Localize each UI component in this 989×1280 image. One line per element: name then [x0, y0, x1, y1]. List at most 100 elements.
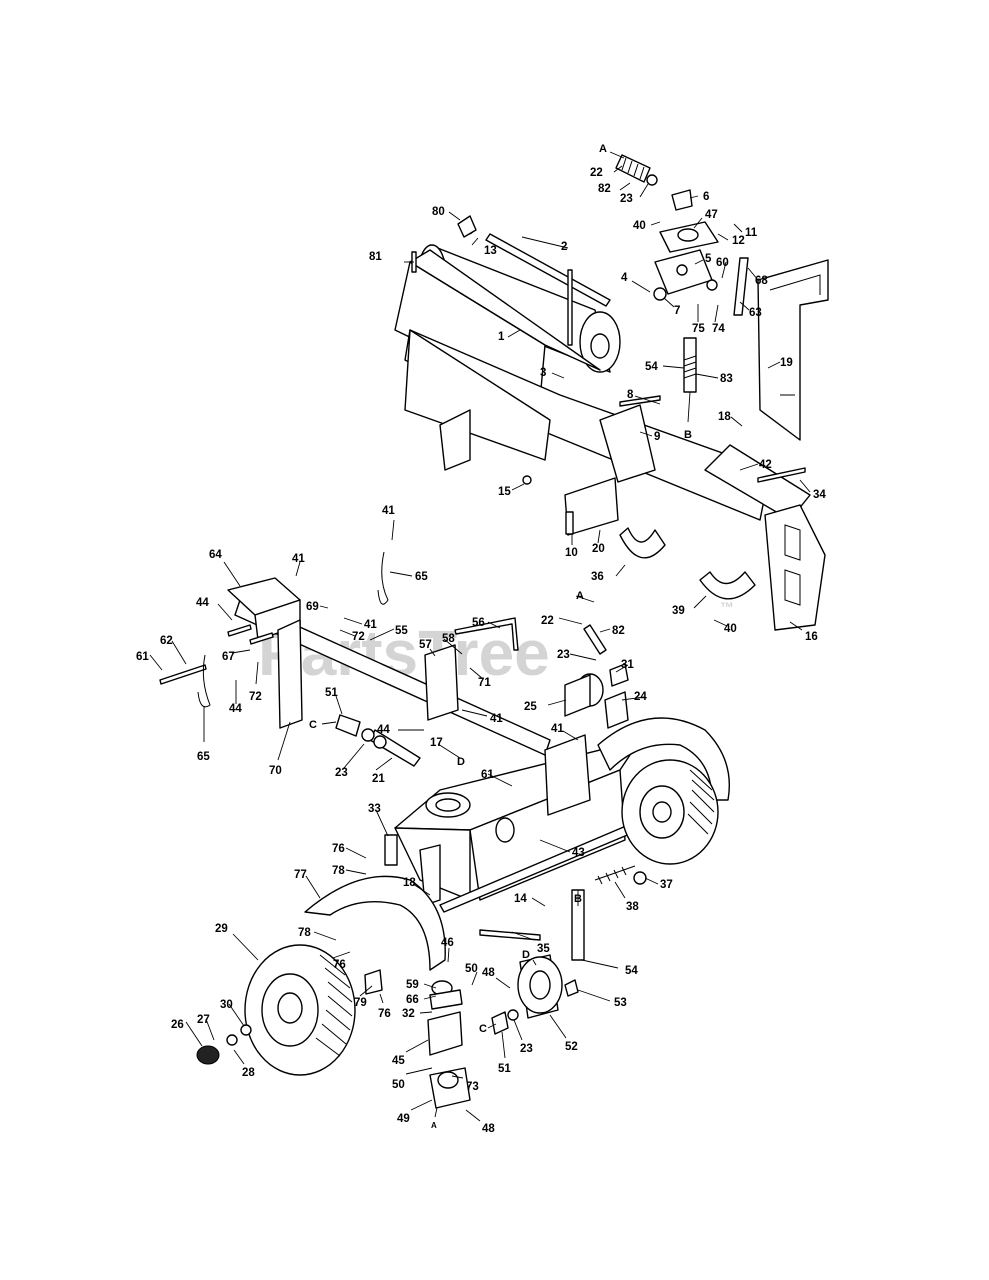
callout-35: 35: [537, 943, 550, 955]
callout-60: 60: [716, 257, 729, 269]
callout-65-top: 65: [415, 571, 428, 583]
callout-29: 29: [215, 923, 228, 935]
callout-37: 37: [660, 879, 673, 891]
callout-41-e: 41: [551, 723, 564, 735]
callout-54-bottom: 54: [625, 965, 638, 977]
callout-81: 81: [369, 251, 382, 263]
callout-50-b: 50: [392, 1079, 405, 1091]
callout-57: 57: [419, 639, 432, 651]
callout-39: 39: [672, 605, 685, 617]
callout-72-b: 72: [249, 691, 262, 703]
callout-4: 4: [621, 272, 628, 284]
callout-34: 34: [813, 489, 826, 501]
callout-44-b: 44: [229, 703, 242, 715]
callout-30: 30: [220, 999, 233, 1011]
callout-28: 28: [242, 1067, 255, 1079]
callout-78-a: 78: [332, 865, 345, 877]
callout-11: 11: [745, 227, 758, 239]
callout-5: 5: [705, 253, 712, 265]
callout-13: 13: [484, 245, 497, 257]
callout-74: 74: [712, 323, 725, 335]
callout-48-b: 48: [482, 1123, 495, 1135]
callout-9: 9: [654, 431, 660, 443]
callout-59: 59: [406, 979, 419, 991]
callout-25: 25: [524, 701, 537, 713]
callout-23-bottom: 23: [520, 1043, 533, 1055]
callout-55: 55: [395, 625, 408, 637]
callout-a-top: A: [599, 143, 607, 155]
callout-c-left: C: [309, 719, 317, 731]
callout-21: 21: [372, 773, 385, 785]
callout-43: 43: [572, 847, 585, 859]
valve-assembly: [615, 154, 829, 441]
callout-66: 66: [406, 994, 419, 1006]
callout-82-mid: 82: [612, 625, 625, 637]
callout-20: 20: [592, 543, 605, 555]
callout-48-a: 48: [482, 967, 495, 979]
left-wheel-assembly: [196, 875, 446, 1076]
callout-75: 75: [692, 323, 705, 335]
callout-76-c: 76: [378, 1008, 391, 1020]
callout-76-b: 76: [333, 959, 346, 971]
callout-73: 73: [466, 1081, 479, 1093]
callout-51-bottom: 51: [498, 1063, 511, 1075]
callout-79: 79: [354, 997, 367, 1009]
callout-40-top: 40: [633, 220, 646, 232]
callout-51-top: 51: [325, 687, 338, 699]
callout-50-a: 50: [465, 963, 478, 975]
callout-2: 2: [561, 241, 567, 253]
callout-71: 71: [478, 677, 491, 689]
callout-18-mid: 18: [403, 877, 416, 889]
callout-46: 46: [441, 937, 454, 949]
callout-58: 58: [442, 633, 455, 645]
callout-c-bottom: C: [479, 1023, 487, 1035]
callout-68: 68: [755, 275, 768, 287]
callout-45: 45: [392, 1055, 405, 1067]
callout-22-top: 22: [590, 167, 603, 179]
callout-b-top: B: [684, 429, 692, 441]
callout-76-a: 76: [332, 843, 345, 855]
callout-41-c: 41: [364, 619, 377, 631]
tank-and-axle-assembly: [384, 624, 647, 941]
callout-69: 69: [306, 601, 319, 613]
callout-82-top: 82: [598, 183, 611, 195]
callout-31: 31: [621, 659, 634, 671]
callout-40-right: 40: [724, 623, 737, 635]
callout-22-mid: 22: [541, 615, 554, 627]
callout-10: 10: [565, 547, 578, 559]
callout-b-bottom: B: [574, 893, 582, 905]
callout-27: 27: [197, 1014, 210, 1026]
watermark-trademark: ™: [720, 599, 734, 615]
callout-44-a: 44: [196, 597, 209, 609]
callout-labels: A 22 82 23 6 80 13 40 47 11 12 2 81 5 60…: [136, 143, 826, 1135]
callout-47: 47: [705, 209, 718, 221]
callout-38: 38: [626, 901, 639, 913]
callout-a-mid: A: [576, 590, 584, 602]
callout-64: 64: [209, 549, 222, 561]
callout-17: 17: [430, 737, 443, 749]
callout-44-c: 44: [377, 724, 390, 736]
callout-54-top: 54: [645, 361, 658, 373]
pump-assembly: [427, 889, 585, 1109]
leader-lines: [149, 151, 811, 1122]
callout-72-a: 72: [352, 631, 365, 643]
callout-d-top: D: [457, 756, 465, 768]
callout-3: 3: [540, 367, 546, 379]
callout-14: 14: [514, 893, 527, 905]
callout-62: 62: [160, 635, 173, 647]
callout-18-top: 18: [718, 411, 731, 423]
callout-70: 70: [269, 765, 282, 777]
callout-56: 56: [472, 617, 485, 629]
callout-23-top: 23: [620, 193, 633, 205]
callout-61-mid: 61: [481, 769, 494, 781]
callout-83: 83: [720, 373, 733, 385]
callout-16: 16: [805, 631, 818, 643]
callout-1: 1: [498, 331, 505, 343]
callout-33: 33: [368, 803, 381, 815]
right-wheel-assembly: [597, 717, 730, 865]
callout-a-bottom: A: [431, 1121, 437, 1130]
callout-80: 80: [432, 206, 445, 218]
callout-61-left: 61: [136, 651, 149, 663]
callout-53: 53: [614, 997, 627, 1009]
callout-23-left: 23: [335, 767, 348, 779]
